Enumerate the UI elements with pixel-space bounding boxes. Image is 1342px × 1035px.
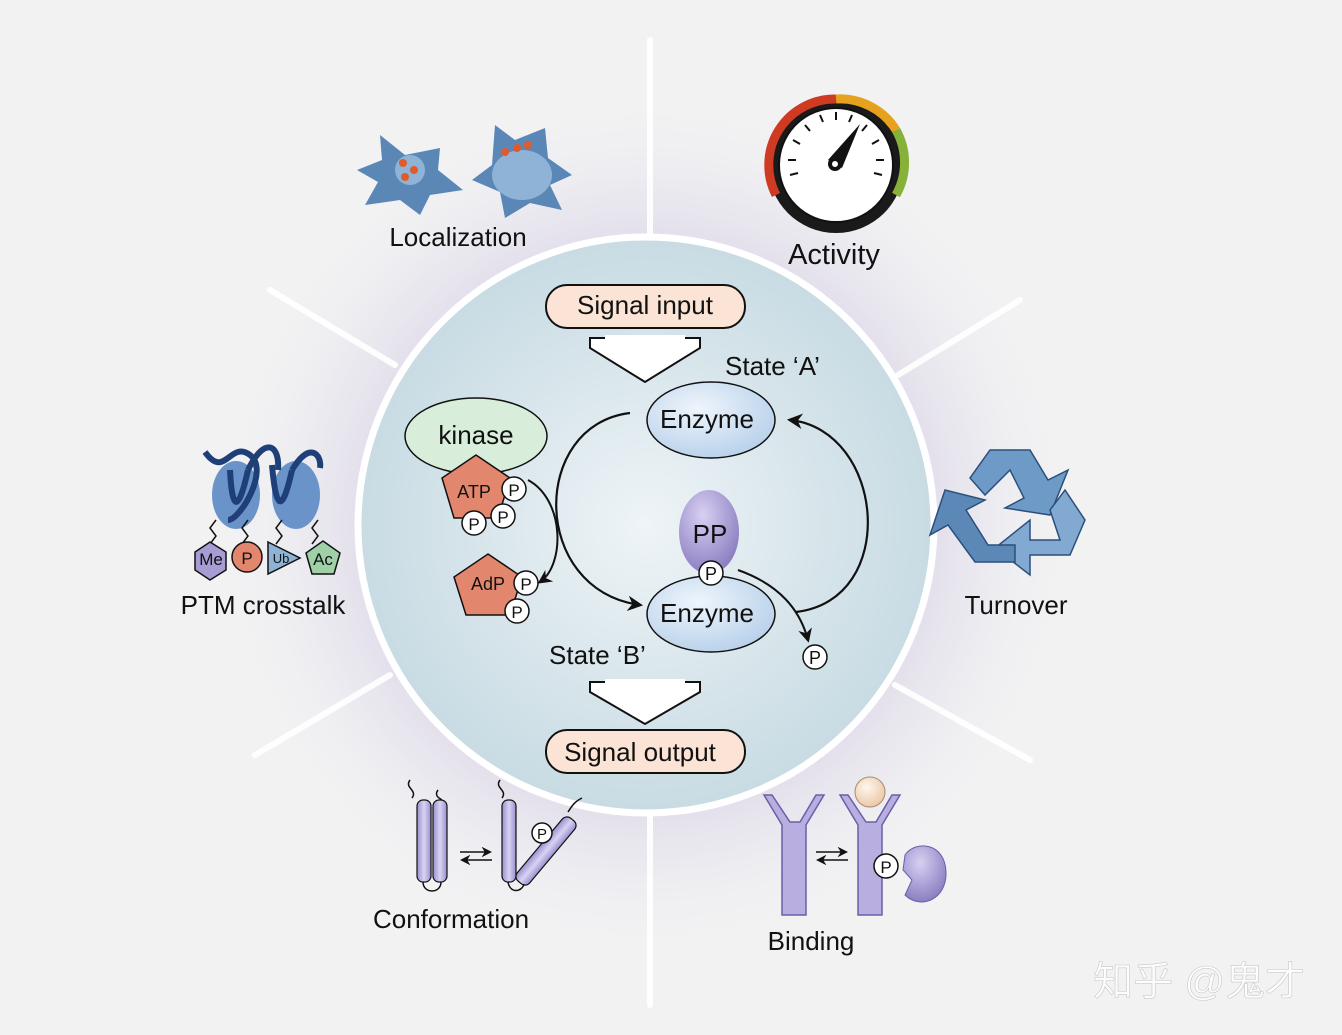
cycle-arrow-left xyxy=(555,411,644,611)
adp-label: AdP xyxy=(471,574,505,594)
svg-text:P: P xyxy=(537,826,547,843)
enzyme-state-b: Enzyme xyxy=(646,575,776,653)
phosphatase-pp: PP xyxy=(679,490,739,574)
ptm-me-label: Me xyxy=(199,550,223,569)
receptor-icon: P xyxy=(762,776,947,916)
ptm-p-label: P xyxy=(241,549,252,568)
ptm-ac-label: Ac xyxy=(313,550,333,569)
enzyme-a-label: Enzyme xyxy=(660,404,754,434)
enzyme-state-a: Enzyme xyxy=(646,381,776,459)
svg-text:P: P xyxy=(809,648,821,668)
signal-output-label: Signal output xyxy=(564,737,717,767)
cycle-arrow-right xyxy=(786,413,869,614)
enzyme-b-label: Enzyme xyxy=(660,598,754,628)
ptm-ub-label: Ub xyxy=(273,551,290,566)
ptm-crosstalk-label: PTM crosstalk xyxy=(181,590,347,620)
watermark-text: 知乎 @鬼才 xyxy=(1093,960,1305,1004)
turnover-label: Turnover xyxy=(964,590,1067,620)
svg-text:P: P xyxy=(880,858,891,877)
input-arrow-stem-mask xyxy=(605,335,685,345)
atp-to-adp-arrow xyxy=(527,479,559,584)
enzyme-b-phosphate: P xyxy=(698,560,724,586)
localization-label: Localization xyxy=(389,222,526,252)
atp-label: ATP xyxy=(457,482,491,502)
kinase-label: kinase xyxy=(438,420,513,450)
svg-text:P: P xyxy=(520,575,531,594)
signal-output-pill: Signal output xyxy=(545,729,746,774)
released-phosphate: P xyxy=(802,644,828,670)
svg-text:P: P xyxy=(508,481,519,500)
nucleosome-icon: Me P Ub Ac xyxy=(194,444,341,581)
phosphate-release-arrow xyxy=(737,569,812,643)
adp-molecule: AdP P P xyxy=(453,553,539,624)
pp-label: PP xyxy=(693,519,728,549)
output-arrow-stem-mask xyxy=(605,679,685,689)
conformation-label: Conformation xyxy=(373,904,529,934)
svg-text:P: P xyxy=(511,603,522,622)
gauge-icon xyxy=(764,94,909,233)
cell-icon xyxy=(357,125,572,218)
helix-icon: P xyxy=(407,779,583,892)
svg-text:P: P xyxy=(468,515,479,534)
state-b-label: State ‘B’ xyxy=(549,640,646,670)
activity-label: Activity xyxy=(788,239,880,271)
sector-dividers xyxy=(252,37,1033,1008)
recycle-icon xyxy=(928,449,1086,577)
atp-molecule: ATP P P P xyxy=(441,454,527,536)
binding-label: Binding xyxy=(768,926,855,956)
svg-text:P: P xyxy=(705,564,717,584)
svg-text:P: P xyxy=(497,508,508,527)
signal-input-label: Signal input xyxy=(577,290,714,320)
kinase: kinase xyxy=(404,397,548,475)
signal-input-pill: Signal input xyxy=(545,284,746,329)
state-a-label: State ‘A’ xyxy=(725,351,820,381)
